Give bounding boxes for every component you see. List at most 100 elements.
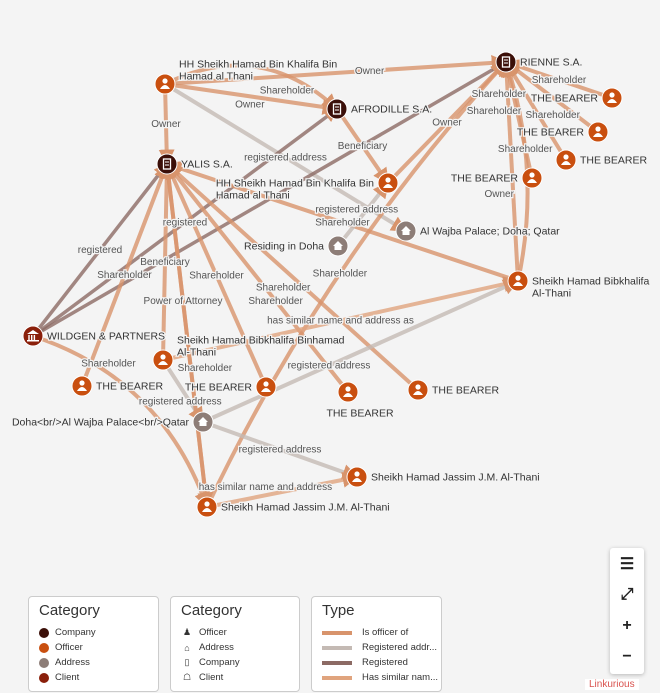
edge-label: Shareholder — [97, 270, 152, 281]
node-officer[interactable] — [196, 496, 218, 518]
node-officer[interactable] — [255, 376, 277, 398]
edge-registered-address[interactable] — [163, 82, 408, 233]
company-node-circle[interactable] — [156, 153, 178, 175]
officer-node-circle[interactable] — [521, 167, 543, 189]
node-officer[interactable] — [337, 381, 359, 403]
edge-is-officer-of[interactable] — [386, 60, 508, 185]
node-company[interactable] — [495, 51, 517, 73]
officer-node-circle[interactable] — [154, 73, 176, 95]
legend-label: Address — [199, 642, 234, 653]
officer-node-circle[interactable] — [337, 381, 359, 403]
edge-is-officer-of[interactable] — [32, 334, 210, 509]
edge-has-similar-name[interactable] — [206, 471, 359, 509]
edge-is-officer-of[interactable] — [158, 162, 175, 361]
edge-is-officer-of[interactable] — [501, 60, 534, 179]
edge-is-officer-of[interactable] — [164, 63, 339, 111]
node-label: HH Sheikh Hamad Bin Khalifa Bin — [179, 59, 337, 71]
client-node-circle[interactable] — [22, 325, 44, 347]
node-officer[interactable] — [152, 349, 174, 371]
edge-label-group: Owner — [354, 65, 387, 79]
edge-registered-address[interactable] — [202, 279, 520, 424]
node-officer[interactable] — [587, 121, 609, 143]
node-label-line2: Hamad al Thani — [179, 71, 253, 83]
edge-registered[interactable] — [31, 162, 169, 338]
edge-is-officer-of[interactable] — [164, 82, 339, 115]
officer-node-circle[interactable] — [71, 375, 93, 397]
officer-node-circle[interactable] — [346, 466, 368, 488]
node-officer[interactable] — [154, 73, 176, 95]
color-swatch — [39, 672, 49, 683]
brand-link[interactable]: Linkurious — [585, 679, 639, 690]
edge-label-group: registered address — [237, 443, 322, 457]
node-officer[interactable] — [601, 87, 623, 109]
officer-node-circle[interactable] — [196, 496, 218, 518]
color-swatch — [39, 657, 49, 668]
node-officer[interactable] — [71, 375, 93, 397]
node-label-line2: Hamad al Thani — [216, 190, 290, 202]
edge-is-officer-of[interactable] — [165, 162, 350, 394]
edge-is-officer-of[interactable] — [498, 60, 520, 282]
node-officer[interactable] — [407, 379, 429, 401]
edge-label: registered — [163, 218, 207, 229]
edge-is-officer-of[interactable] — [164, 54, 508, 86]
legend-item: ▯Company — [181, 655, 289, 670]
node-officer[interactable] — [521, 167, 543, 189]
zoom-in-button[interactable]: + — [622, 616, 632, 634]
fit-screen-button[interactable]: ⤢ — [620, 585, 634, 603]
edge-registered[interactable] — [31, 107, 339, 338]
node-company[interactable] — [156, 153, 178, 175]
node-address[interactable] — [395, 220, 417, 242]
company-node-circle[interactable] — [326, 98, 348, 120]
edge-label-group: Beneficiary — [337, 140, 389, 154]
edge-registered-address[interactable] — [202, 420, 359, 480]
edge-label-group: Shareholder — [259, 84, 317, 98]
edge-label-group: Beneficiary — [139, 256, 191, 270]
legend-toggle-button[interactable]: ☰ — [619, 555, 635, 573]
node-company[interactable] — [326, 98, 348, 120]
edge-is-officer-of[interactable] — [165, 162, 420, 392]
edge-is-officer-of[interactable] — [80, 162, 170, 387]
officer-node-circle[interactable] — [407, 379, 429, 401]
edge-label: Owner — [432, 118, 462, 129]
edge-is-officer-of[interactable] — [165, 163, 214, 509]
legend-title: Category — [39, 602, 100, 619]
legend-item-registered: Registered — [322, 655, 431, 670]
node-officer[interactable] — [555, 149, 577, 171]
officer-node-circle[interactable] — [507, 270, 529, 292]
company-node-circle[interactable] — [495, 51, 517, 73]
officer-node-circle[interactable] — [377, 172, 399, 194]
edge-is-officer-of[interactable] — [165, 160, 519, 283]
edge-is-officer-of[interactable] — [165, 162, 268, 388]
officer-node-circle[interactable] — [255, 376, 277, 398]
edge-label: registered address — [139, 397, 222, 408]
node-address[interactable] — [327, 235, 349, 257]
node-label-group: THE BEARER — [184, 380, 254, 395]
legend-label: Officer — [55, 642, 83, 653]
node-officer[interactable] — [507, 270, 529, 292]
zoom-out-button[interactable]: − — [622, 647, 632, 665]
edge-is-officer-of[interactable] — [205, 60, 508, 508]
legend-item-registered-address: Registered addr... — [322, 640, 437, 655]
node-address[interactable] — [192, 411, 214, 433]
node-officer[interactable] — [377, 172, 399, 194]
officer-node-circle[interactable] — [587, 121, 609, 143]
node-officer[interactable] — [346, 466, 368, 488]
officer-node-circle[interactable] — [555, 149, 577, 171]
edge-label: Shareholder — [525, 110, 580, 121]
edge-has-similar-name[interactable] — [162, 276, 520, 362]
legend-label: Client — [55, 672, 80, 683]
legend-item: ♟Officer — [181, 625, 289, 640]
node-label-group: Doha<br/>Al Wajba Palace<br/>Qatar — [11, 415, 191, 430]
node-label-group: WILDGEN & PARTNERS — [46, 329, 167, 344]
node-label: Sheikh Hamad Jassim J.M. Al-Thani — [221, 502, 390, 514]
edge-label-group: Owner — [483, 188, 516, 202]
node-client[interactable] — [22, 325, 44, 347]
node-label-group: THE BEARER — [325, 406, 395, 421]
officer-node-circle[interactable] — [152, 349, 174, 371]
edge-label-group: Shareholder — [176, 362, 234, 376]
color-swatch — [39, 642, 49, 653]
edge-label-group: Shareholder — [497, 143, 555, 157]
officer-node-circle[interactable] — [601, 87, 623, 109]
